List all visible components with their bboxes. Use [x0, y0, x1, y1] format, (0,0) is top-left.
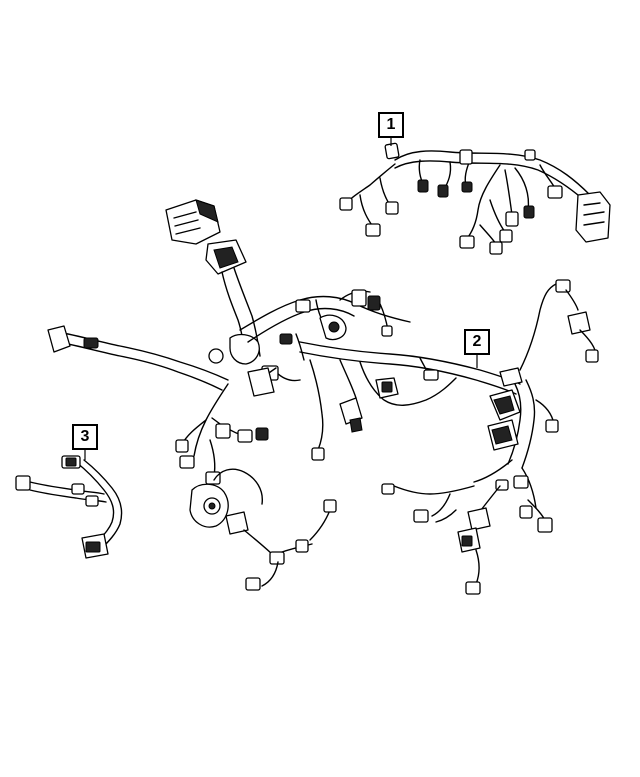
callout-label-1: 1	[386, 116, 396, 133]
harness-1	[339, 142, 611, 255]
harness-3	[15, 455, 123, 559]
callout-box-1: 1	[378, 112, 404, 138]
harness-2	[47, 199, 599, 595]
callout-label-3: 3	[80, 428, 90, 445]
callout-box-2: 2	[464, 329, 490, 355]
callout-box-3: 3	[72, 424, 98, 450]
callout-label-2: 2	[472, 333, 482, 350]
